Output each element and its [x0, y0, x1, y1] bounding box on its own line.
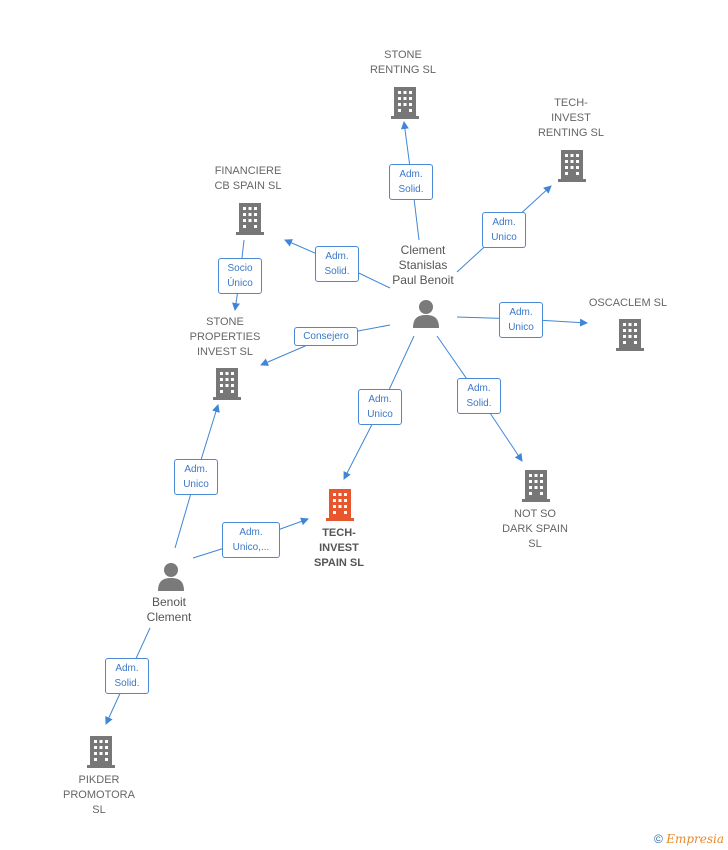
- edge-label-clement-financiere[interactable]: Adm.Solid.: [315, 246, 359, 282]
- person-benoit-label[interactable]: Benoit Clement: [146, 595, 192, 624]
- person-clement-label[interactable]: Clement Stanislas Paul Benoit: [392, 243, 454, 287]
- edge-label-clement-oscaclem[interactable]: Adm.Unico: [499, 302, 543, 338]
- building-icon[interactable]: [521, 468, 551, 502]
- edge-label-clement-stone-renting[interactable]: Adm.Solid.: [389, 164, 433, 200]
- building-icon[interactable]: [235, 201, 265, 235]
- company-stone-properties-label[interactable]: STONE PROPERTIES INVEST SL: [189, 316, 261, 358]
- edge-label-clement-not-so-dark[interactable]: Adm.Solid.: [457, 378, 501, 414]
- edge-label-clement-stone-properties[interactable]: Consejero: [294, 327, 358, 346]
- building-icon[interactable]: [557, 148, 587, 182]
- brand-logo: Empresia: [666, 832, 724, 846]
- building-icon[interactable]: [615, 317, 645, 351]
- company-financiere-label[interactable]: FINANCIERE CB SPAIN SL: [214, 165, 282, 192]
- person-icon[interactable]: [412, 298, 440, 328]
- building-icon-highlight[interactable]: [325, 487, 355, 521]
- edge-label-benoit-tech-invest-spain[interactable]: Adm.Unico,...: [222, 522, 280, 558]
- company-oscaclem-label[interactable]: OSCACLEM SL: [588, 297, 668, 309]
- company-pikder-label[interactable]: PIKDER PROMOTORA SL: [63, 774, 135, 816]
- edge-label-benoit-pikder[interactable]: Adm.Solid.: [105, 658, 149, 694]
- edge-label-benoit-stone-properties[interactable]: Adm.Unico: [174, 459, 218, 495]
- company-not-so-dark-label[interactable]: NOT SO DARK SPAIN SL: [502, 508, 568, 550]
- edge-label-clement-tech-invest-renting[interactable]: Adm.Unico: [482, 212, 526, 248]
- building-icon[interactable]: [390, 85, 420, 119]
- copyright-icon: ©: [654, 832, 663, 846]
- person-icon[interactable]: [157, 561, 185, 591]
- company-tech-invest-renting-label[interactable]: TECH- INVEST RENTING SL: [537, 97, 604, 139]
- building-icon[interactable]: [212, 366, 242, 400]
- footer-brand: © Empresia: [654, 832, 724, 846]
- building-icon[interactable]: [86, 734, 116, 768]
- company-tech-invest-spain-label[interactable]: TECH- INVEST SPAIN SL: [314, 527, 364, 569]
- edge-label-clement-tech-invest-spain[interactable]: Adm.Unico: [358, 389, 402, 425]
- company-stone-renting-label[interactable]: STONE RENTING SL: [369, 49, 436, 76]
